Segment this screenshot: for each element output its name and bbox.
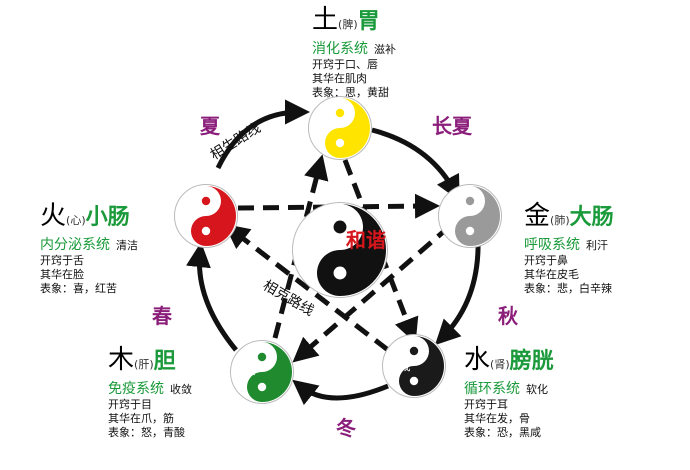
water-zang: 肾	[494, 358, 506, 371]
arc-metal-water	[434, 237, 481, 346]
water-system: 循环系统	[464, 380, 520, 397]
water-fu: 膀胱	[509, 349, 554, 374]
water-action: 软化	[526, 382, 548, 396]
line-metal-wood	[292, 224, 452, 363]
water-yinyang	[382, 334, 446, 398]
wood-system: 免疫系统	[108, 380, 164, 397]
metal-flourish: 其华在皮毛	[524, 267, 579, 281]
line-earth-water	[342, 159, 419, 344]
line-fire-metal	[237, 193, 440, 219]
water-taste: 咸	[400, 360, 411, 373]
wood-element: 木	[108, 345, 135, 375]
wood-info: 木(肝)胆 免疫系统收敛 开窍于目 其华在爪，筋 表象：怒，青酸	[108, 345, 192, 439]
metal-system: 呼吸系统	[524, 236, 580, 253]
metal-signs: 表象：悲，白辛辣	[524, 281, 612, 295]
arc-water-wood	[292, 379, 389, 406]
water-orifice: 开窍于耳	[464, 398, 508, 411]
arc-wood-fire	[186, 242, 238, 352]
fire-info: 火(心)小肠 内分泌系统清洁 开窍于舌 其华在脸 表象：喜，红苦	[40, 201, 138, 295]
metal-info: 金(肺)大肠 呼吸系统利汗 开窍于鼻 其华在皮毛 表象：悲，白辛辣	[524, 201, 614, 295]
fire-flourish: 其华在脸	[40, 267, 84, 281]
earth-system: 消化系统	[312, 40, 368, 57]
wood-yinyang	[230, 340, 294, 404]
earth-yinyang	[308, 96, 372, 160]
season-spring: 春	[152, 304, 172, 328]
wood-signs: 表象：怒，青酸	[108, 425, 185, 439]
earth-orifice: 开窍于口、唇	[312, 58, 378, 71]
generating-cycle	[186, 99, 481, 406]
fire-taste: 苦	[188, 207, 199, 220]
earth-signs: 表象：思，黄甜	[312, 85, 389, 99]
fire-fu: 小肠	[85, 205, 130, 230]
metal-yinyang	[438, 184, 502, 248]
fire-signs: 表象：喜，红苦	[40, 281, 117, 295]
earth-zang: 脾	[342, 18, 354, 31]
season-late-summer: 长夏	[432, 114, 472, 138]
fire-system: 内分泌系统	[40, 236, 110, 253]
water-signs: 表象：恐，黑咸	[464, 425, 541, 439]
earth-element: 土	[312, 5, 339, 35]
wood-zang: 肝	[138, 358, 150, 371]
earth-action: 滋补	[374, 42, 396, 56]
wood-taste: 酸	[245, 363, 256, 377]
season-summer: 夏	[200, 114, 220, 138]
wood-fu: 胆	[153, 349, 176, 374]
fire-element: 火	[40, 201, 67, 231]
earth-info: 土(脾)胃 消化系统滋补 开窍于口、唇 其华在肌肉 表象：思，黄甜	[312, 5, 396, 99]
metal-taste: 辣	[457, 203, 468, 217]
wood-orifice: 开窍于目	[108, 398, 152, 411]
fire-yinyang	[174, 184, 238, 248]
fire-orifice: 开窍于舌	[40, 254, 84, 267]
metal-zang: 肺	[554, 214, 566, 227]
earth-flourish: 其华在肌肉	[312, 71, 367, 85]
arc-fire-earth	[215, 99, 310, 170]
center-label: 和谐	[346, 228, 386, 252]
water-element: 水	[464, 345, 491, 375]
water-info: 水(肾)膀胱 循环系统软化 开窍于耳 其华在发，骨 表象：恐，黑咸	[464, 345, 554, 439]
wood-action: 收敛	[170, 382, 192, 396]
line-water-fire	[224, 223, 390, 352]
earth-fu: 胃	[357, 9, 380, 34]
fire-zang: 心	[70, 214, 82, 227]
arc-earth-metal	[371, 127, 460, 201]
wood-flourish: 其华在爪，筋	[108, 411, 174, 425]
metal-element: 金	[524, 201, 551, 231]
metal-action: 利汗	[586, 238, 608, 252]
season-autumn: 秋	[498, 304, 518, 328]
season-winter: 冬	[336, 416, 356, 440]
center-yinyang	[292, 202, 388, 298]
water-flourish: 其华在发，骨	[464, 411, 530, 425]
fire-action: 清洁	[116, 238, 138, 252]
metal-fu: 大肠	[569, 205, 614, 230]
metal-orifice: 开窍于鼻	[524, 254, 568, 267]
